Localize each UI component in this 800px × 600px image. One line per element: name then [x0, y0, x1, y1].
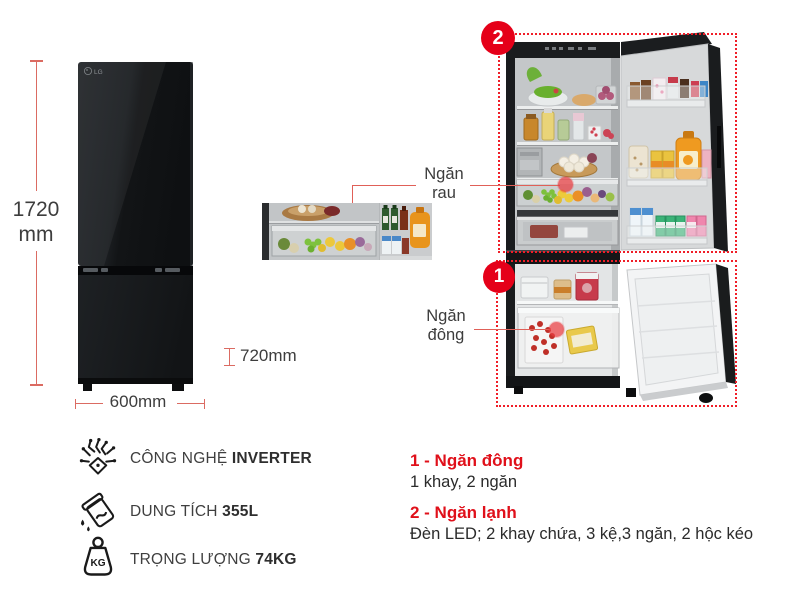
legend-freezer-description: 1 khay, 2 ngăn — [410, 473, 518, 491]
fridge-zone-badge: 2 — [481, 21, 515, 55]
freezer-callout-line — [474, 329, 551, 330]
width-dim-label: 600mm — [109, 392, 167, 411]
door-bin-row-middle — [626, 131, 712, 187]
feature-technology-prefix: CÔNG NGHỆ — [130, 450, 232, 467]
freezer-zone-badge: 1 — [483, 261, 515, 293]
legend-fridge-description: Đèn LED; 2 khay chứa, 3 kệ,3 ngăn, 2 hộc… — [410, 525, 754, 543]
legend-freezer-heading: 1 - Ngăn đông — [410, 451, 524, 470]
door-bin-row-top — [626, 77, 708, 108]
width-dim-line-left — [76, 403, 103, 404]
height-dim-line-upper — [36, 62, 37, 191]
veg-callout-line-right — [470, 185, 560, 186]
depth-dim-bottom-cap — [224, 365, 235, 366]
lg-logo-text: LG — [94, 69, 103, 76]
height-dim-label: 1720 mm — [12, 198, 60, 246]
freezer-compartment — [515, 264, 620, 376]
feature-weight-value: 74KG — [255, 551, 297, 568]
width-dim-right-cap — [204, 399, 205, 409]
legend-fridge-heading: 2 - Ngăn lạnh — [410, 503, 517, 522]
freezer-shelf-items — [517, 272, 618, 305]
open-fridge-photo — [506, 32, 736, 403]
veg-callout-line-vertical — [352, 185, 353, 203]
cabinet-base — [506, 376, 620, 388]
vegetable-drawer — [516, 179, 619, 207]
door-bin-row-bottom — [626, 207, 708, 245]
cabinet-frame — [506, 42, 620, 388]
yellow-package — [565, 325, 599, 355]
feature-capacity-value: 355L — [222, 503, 259, 520]
salad-bowl-shelf — [526, 67, 617, 107]
width-dim-line-right — [177, 403, 205, 404]
feature-technology: CÔNG NGHỆ INVERTER — [130, 450, 312, 468]
freezer-drawer — [517, 307, 620, 369]
freezer-callout-dot — [549, 322, 564, 337]
feature-capacity-prefix: DUNG TÍCH — [130, 503, 223, 520]
inverter-circuit-icon — [79, 438, 117, 475]
freezer-callout-label: Ngăn đông — [426, 307, 466, 344]
fridge-feet — [83, 384, 184, 391]
depth-dim-label: 720mm — [240, 346, 297, 365]
upper-door — [78, 62, 193, 383]
height-dim-top-cap — [30, 60, 43, 62]
control-panel — [545, 47, 596, 50]
freezer-zone-dashed-box — [496, 260, 737, 407]
door-bins-crop — [380, 203, 432, 260]
basket-shelf — [269, 205, 379, 224]
open-freezer-door — [626, 263, 736, 403]
feature-weight: TRỌNG LƯỢNG 74KG — [130, 551, 297, 569]
veg-drawer-zoom-photo — [262, 203, 432, 260]
feature-technology-value: INVERTER — [231, 450, 312, 467]
fridge-zone-dashed-box — [498, 33, 737, 253]
lg-logo: LG — [83, 66, 103, 76]
height-dim-bottom-cap — [30, 384, 43, 386]
veg-callout-label: Ngăn rau — [424, 165, 464, 202]
fresh-converter-drawer — [516, 210, 619, 246]
vegetable-drawer — [271, 225, 377, 257]
feature-capacity: DUNG TÍCH 355L — [130, 503, 258, 521]
jars-shelf — [523, 108, 614, 141]
weight-icon-kg-label: KG — [90, 558, 105, 569]
depth-dim-line — [229, 348, 230, 366]
fridge-wall — [262, 203, 269, 260]
closed-fridge-photo: LG — [78, 62, 193, 391]
veg-callout-dot — [558, 177, 573, 192]
width-dim-left-cap — [75, 399, 76, 409]
handle-groove — [78, 266, 193, 275]
weight-kg-icon: KG — [83, 536, 113, 576]
egg-basket-shelf — [516, 147, 598, 178]
feature-weight-prefix: TRỌNG LƯỢNG — [130, 551, 256, 568]
veg-callout-line-left — [352, 185, 416, 186]
open-fridge-door — [620, 32, 728, 252]
capacity-icon — [80, 492, 115, 532]
freezer-door — [78, 275, 193, 384]
height-dim-line-lower — [36, 251, 37, 384]
